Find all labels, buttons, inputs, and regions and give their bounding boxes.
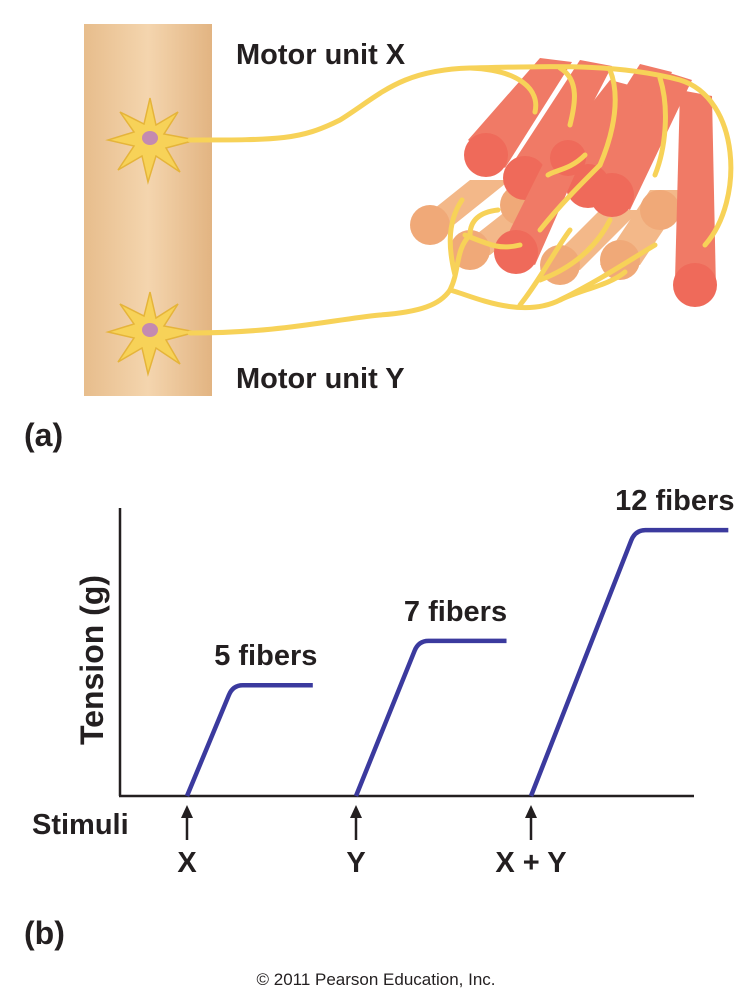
nucleus-x xyxy=(142,131,158,145)
stimulus-label-1: X xyxy=(177,847,197,879)
axon-x xyxy=(187,64,734,248)
tension-trace-3 xyxy=(528,527,729,797)
panel-a: Motor unit X Motor unit Y (a) xyxy=(24,24,734,453)
stimuli-label: Stimuli xyxy=(32,809,129,841)
tension-trace-1 xyxy=(184,682,313,797)
neuron-x xyxy=(105,97,197,185)
tension-trace-2 xyxy=(353,638,507,797)
axon-y xyxy=(187,197,658,336)
panel-b-chart: Tension (g) Stimuli 5 fibers 7 fibers 12 f… xyxy=(24,485,734,951)
nucleus-y xyxy=(142,323,158,337)
neuron-y xyxy=(105,291,197,377)
panel-a-label: (a) xyxy=(24,417,63,453)
stimulus-arrows xyxy=(181,805,537,840)
stimulus-label-2: Y xyxy=(346,847,365,879)
fiber-count-label-3: 12 fibers xyxy=(615,485,734,517)
motor-unit-y-label: Motor unit Y xyxy=(236,363,405,395)
stimulus-arrow-1 xyxy=(181,805,193,840)
fiber-labels: 5 fibers 7 fibers 12 fibers xyxy=(214,485,734,672)
y-axis-label: Tension (g) xyxy=(74,575,110,745)
tension-traces xyxy=(184,527,729,797)
stimulus-label-3: X + Y xyxy=(495,847,566,879)
stimulus-arrow-3 xyxy=(525,805,537,840)
stimulus-labels: X Y X + Y xyxy=(177,847,566,879)
panel-b-label: (b) xyxy=(24,915,65,951)
copyright-notice: © 2011 Pearson Education, Inc. xyxy=(256,970,495,989)
motor-unit-x-label: Motor unit X xyxy=(236,39,406,71)
fiber-count-label-1: 5 fibers xyxy=(214,640,317,672)
fiber-count-label-2: 7 fibers xyxy=(404,596,507,628)
stimulus-arrow-2 xyxy=(350,805,362,840)
